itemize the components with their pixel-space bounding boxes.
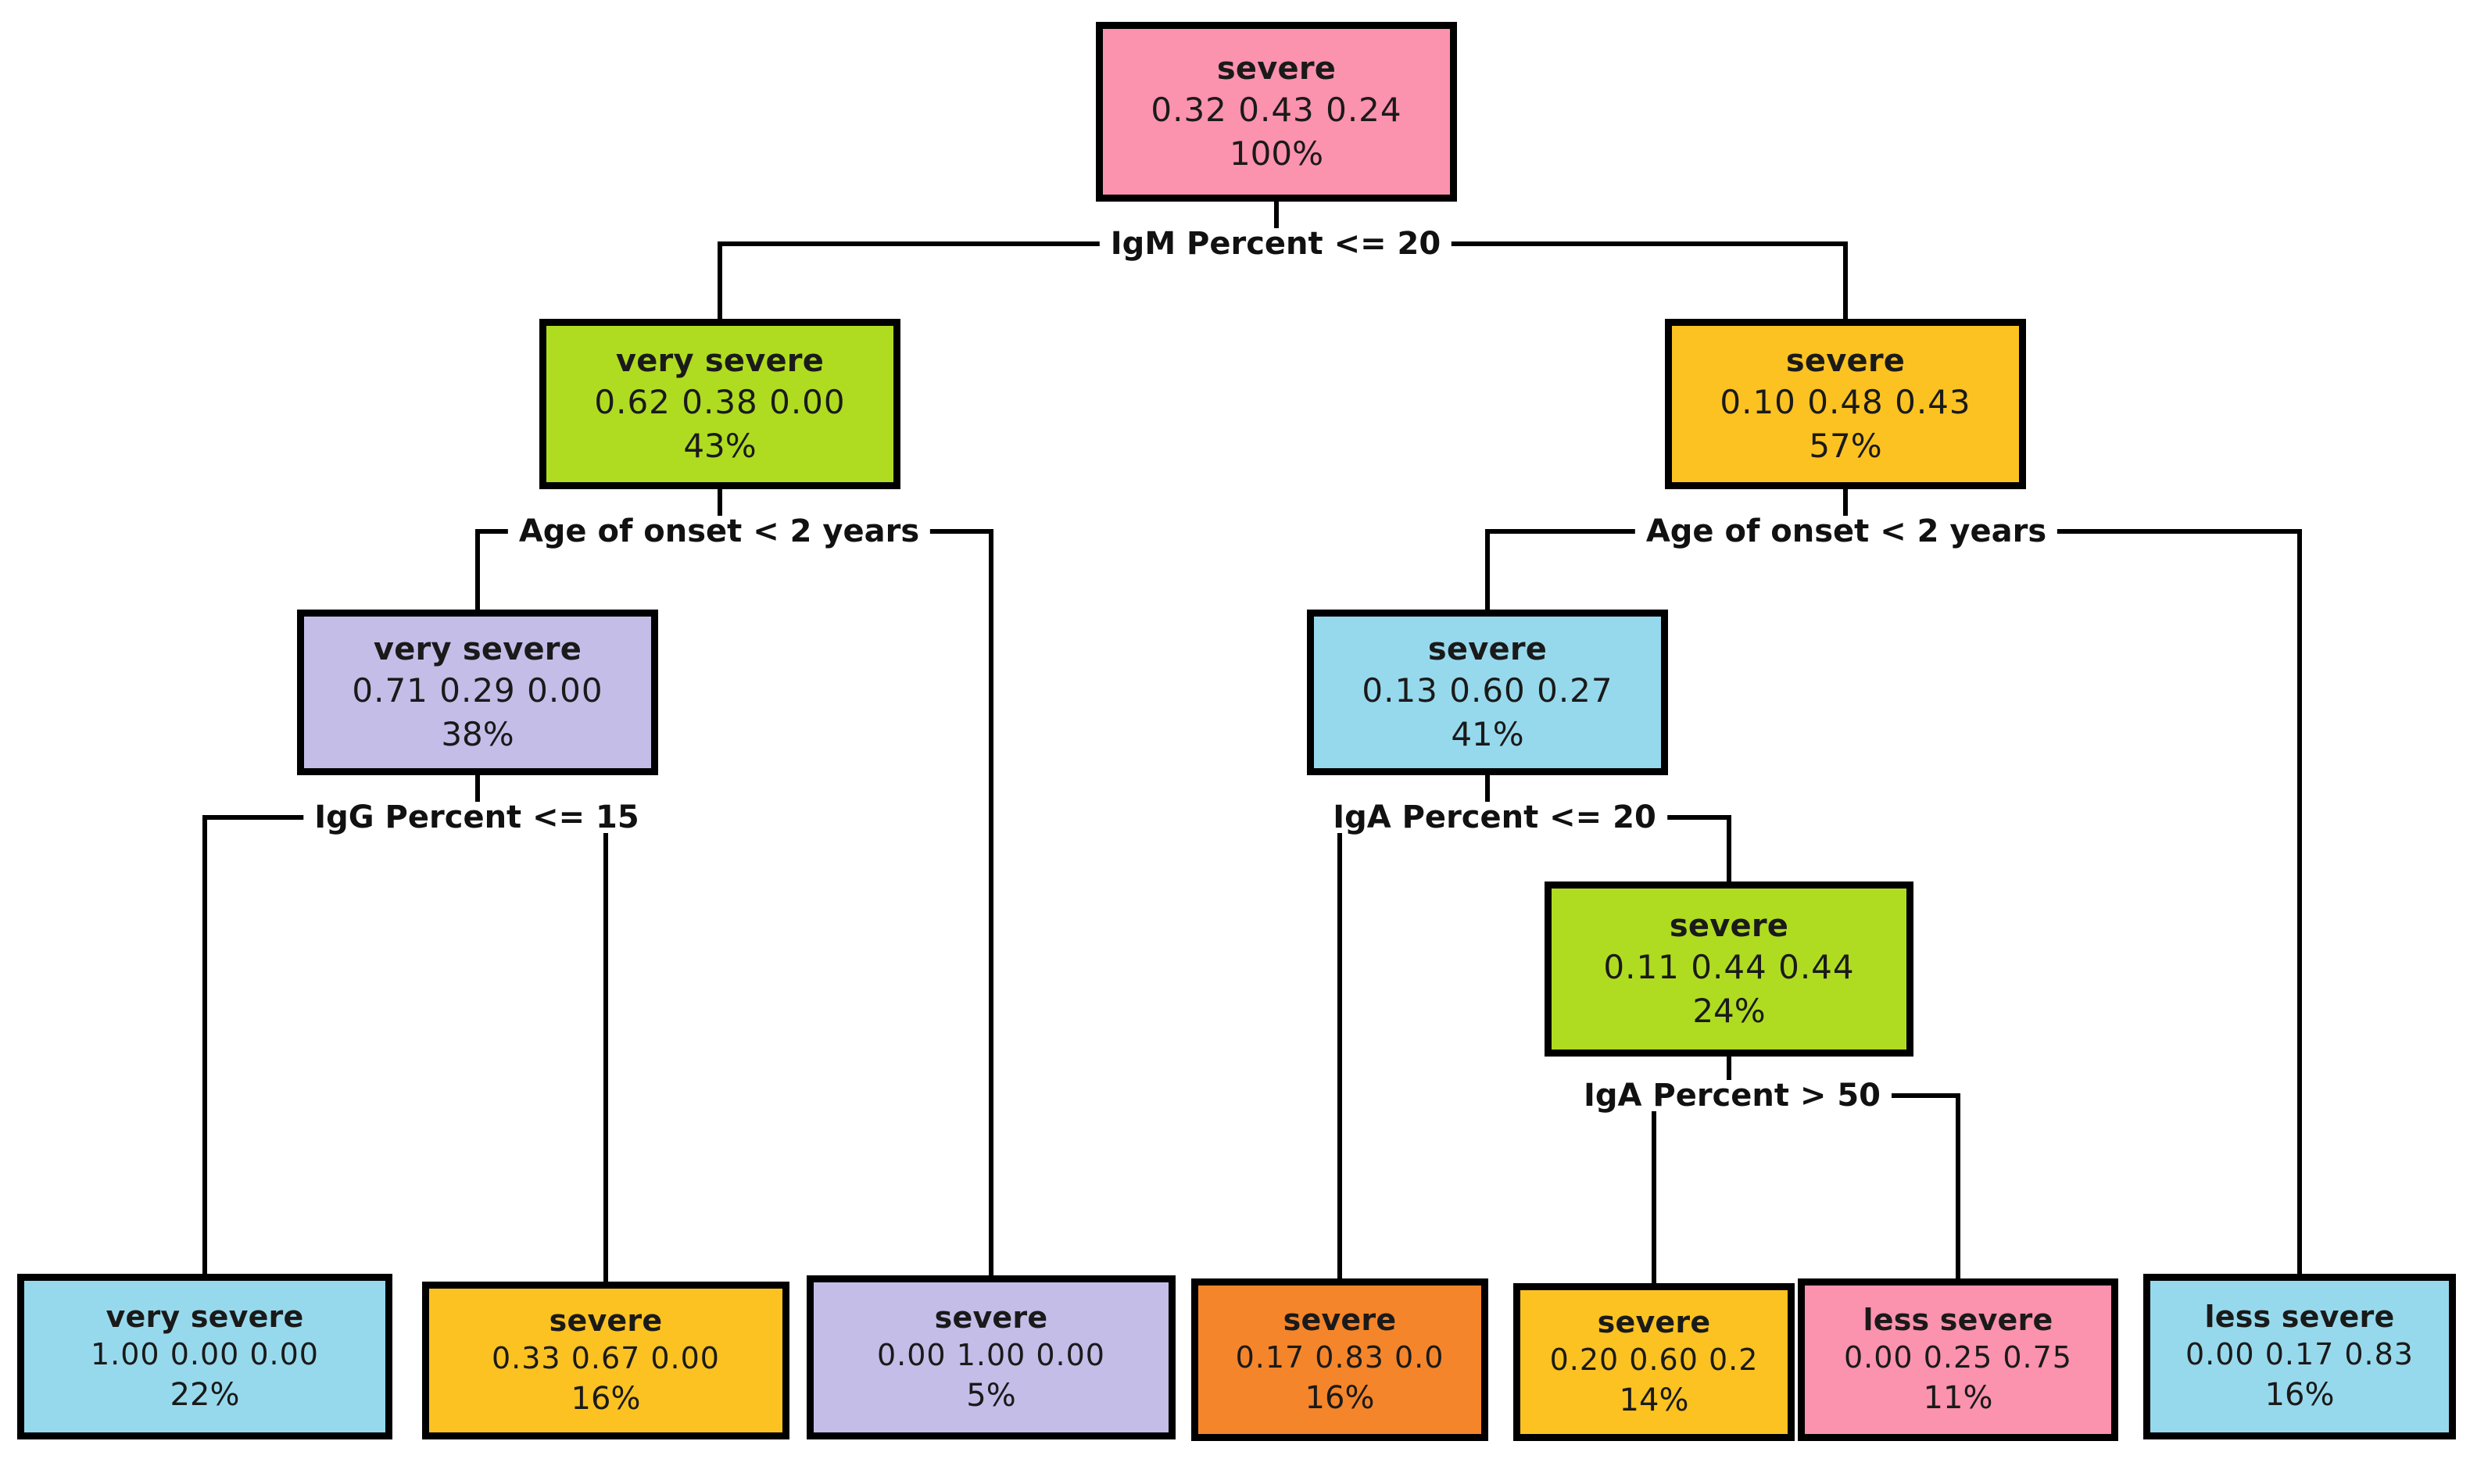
node-probabilities: 0.32 0.43 0.24 [1151, 90, 1402, 129]
tree-edge [1485, 489, 1848, 610]
node-probabilities: 0.20 0.60 0.2 [1549, 1343, 1759, 1377]
node-class-label: severe [1597, 1305, 1711, 1340]
tree-edge [475, 775, 608, 1282]
node-percentage: 5% [966, 1377, 1016, 1414]
node-class-label: severe [1785, 342, 1906, 379]
node-probabilities: 0.00 0.25 0.75 [1844, 1340, 2072, 1375]
node-percentage: 16% [571, 1380, 641, 1417]
node-probabilities: 0.00 1.00 0.00 [877, 1338, 1105, 1372]
node-percentage: 100% [1229, 134, 1324, 173]
tree-edge [475, 489, 722, 610]
node-class-label: less severe [2204, 1300, 2395, 1335]
node-percentage: 16% [2264, 1376, 2335, 1413]
node-class-label: severe [1427, 631, 1548, 667]
tree-edge [718, 489, 993, 1275]
split-condition-label: IgM Percent <= 20 [1099, 228, 1452, 259]
node-percentage: 16% [1305, 1379, 1375, 1416]
split-condition-label: IgG Percent <= 15 [303, 802, 650, 833]
node-percentage: 43% [683, 427, 757, 465]
node-probabilities: 0.71 0.29 0.00 [352, 670, 603, 710]
node-class-label: severe [934, 1300, 1048, 1336]
node-percentage: 24% [1692, 992, 1766, 1030]
node-probabilities: 0.13 0.60 0.27 [1362, 670, 1613, 710]
split-condition-label: Age of onset < 2 years [1634, 516, 2058, 547]
node-probabilities: 0.33 0.67 0.00 [492, 1341, 720, 1375]
node-percentage: 57% [1809, 427, 1882, 465]
node-class-label: severe [1216, 50, 1337, 87]
node-probabilities: 1.00 0.00 0.00 [91, 1337, 319, 1371]
tree-edge [1337, 775, 1490, 1278]
tree-edge [202, 775, 480, 1274]
node-probabilities: 0.00 0.17 0.83 [2185, 1337, 2414, 1371]
node-class-label: severe [1283, 1303, 1397, 1338]
node-percentage: 41% [1451, 715, 1524, 753]
node-probabilities: 0.10 0.48 0.43 [1720, 382, 1971, 421]
node-probabilities: 0.11 0.44 0.44 [1603, 947, 1855, 986]
node-class-label: very severe [615, 342, 825, 379]
node-class-label: very severe [106, 1300, 304, 1335]
node-class-label: severe [1669, 907, 1789, 944]
node-class-label: very severe [373, 631, 582, 667]
tree-edge [1843, 489, 2302, 1274]
split-condition-label: Age of onset < 2 years [507, 516, 931, 547]
node-probabilities: 0.17 0.83 0.0 [1235, 1340, 1444, 1375]
node-percentage: 38% [441, 715, 514, 753]
node-percentage: 22% [170, 1376, 240, 1413]
split-condition-label: IgA Percent > 50 [1572, 1080, 1892, 1111]
node-class-label: less severe [1863, 1303, 2053, 1338]
node-percentage: 11% [1923, 1379, 1993, 1416]
split-condition-label: IgA Percent <= 20 [1322, 802, 1667, 833]
node-probabilities: 0.62 0.38 0.00 [594, 382, 846, 421]
node-class-label: severe [549, 1303, 663, 1339]
node-percentage: 14% [1619, 1382, 1689, 1418]
